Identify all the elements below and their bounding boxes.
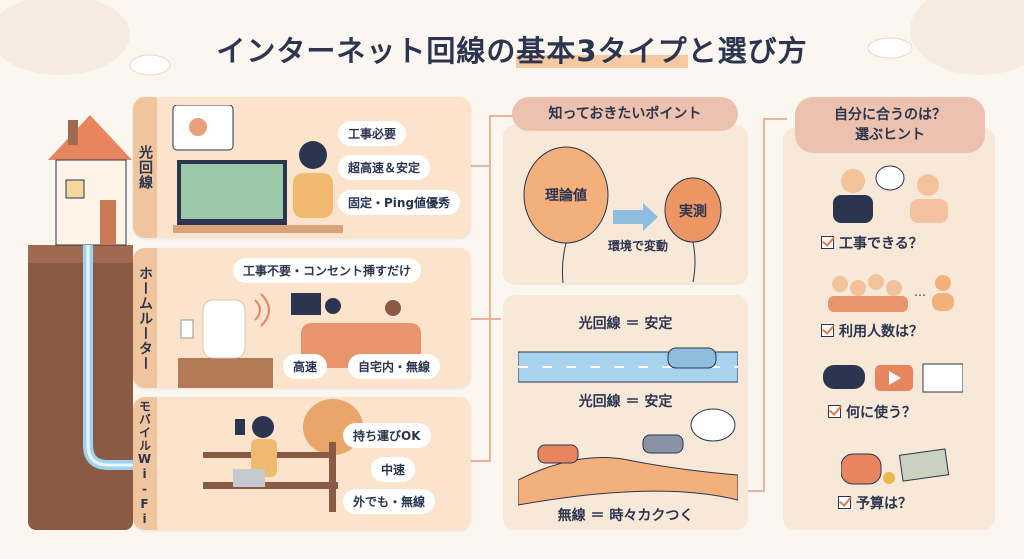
checkbox-icon xyxy=(838,496,851,509)
balloon-theory-vs-actual-icon xyxy=(523,146,722,284)
points-panel-speed: 理論値 実測 環境で変動 xyxy=(503,125,748,285)
feature-tag: 高速 xyxy=(283,354,328,379)
checkbox-icon xyxy=(821,236,834,249)
variation-note: 環境で変動 xyxy=(607,239,668,253)
feature-tag: 超高速＆安定 xyxy=(338,155,431,180)
hint-checkbox-usage: 何に使う？ xyxy=(828,402,916,422)
actual-label: 実測 xyxy=(679,204,707,220)
park-bench-laptop-illustration xyxy=(203,399,363,512)
cloud-decoration-icon xyxy=(0,0,1024,76)
type-card-mobile-wifi: モバイルWi-Fi 持ち運びOK 中速 外でも・無線 xyxy=(133,397,471,530)
svg-text:…: … xyxy=(914,285,926,299)
hint-checkbox-users: 利用人数は？ xyxy=(821,321,923,341)
user-count-people-icon: … xyxy=(828,274,954,312)
feature-tag: 固定・Ping値優秀 xyxy=(338,190,461,215)
wallet-money-icon xyxy=(841,448,950,485)
usage-icons-game-video-book xyxy=(823,363,963,393)
road-cars-illustration xyxy=(518,347,738,506)
type-label: ホームルーター xyxy=(137,265,153,371)
points-header: 知っておきたいポイント xyxy=(512,97,738,131)
type-label: 光回線 xyxy=(137,145,153,190)
theory-label: 理論値 xyxy=(545,188,587,204)
wireless-lag-label: 無線 ＝ 時々カクつく xyxy=(557,508,694,524)
feature-tag: 中速 xyxy=(371,457,416,482)
hint-checkbox-budget: 予算は？ xyxy=(838,493,912,513)
feature-tag: 工事必要 xyxy=(338,121,407,146)
type-card-fiber: 光回線 工事必要 超高速＆安定 固定・Ping値優秀 xyxy=(133,97,471,238)
feature-tag: 持ち運びOK xyxy=(343,423,431,448)
gamer-at-pc-illustration xyxy=(172,105,343,233)
hints-header: 自分に合うのは？選ぶヒント xyxy=(795,97,985,153)
feature-tag: 工事不要・コンセント挿すだけ xyxy=(233,258,422,283)
house-and-fiber-pipe-illustration xyxy=(28,115,133,530)
feature-tag: 自宅内・無線 xyxy=(348,354,441,379)
fiber-stable-label-2: 光回線 ＝ 安定 xyxy=(578,394,673,410)
feature-tag: 外でも・無線 xyxy=(343,489,436,514)
consultation-people-icon xyxy=(833,165,948,223)
points-panel-stability: 光回線 ＝ 安定 光回線 ＝ 安定 無線 ＝ 時々カクつく xyxy=(503,295,748,530)
type-card-home-router: ホームルーター 工事不要・コンセント挿すだけ 高速 自宅内・無線 xyxy=(133,248,471,388)
checkbox-icon xyxy=(828,405,841,418)
checkbox-icon xyxy=(821,324,834,337)
hints-panel: 工事できる？ … 利用人数は？ 何に使う？ 予算は？ xyxy=(783,128,995,530)
fiber-stable-label: 光回線 ＝ 安定 xyxy=(578,316,673,332)
page-title: インターネット回線の基本3タイプと選び方 xyxy=(216,34,808,68)
hint-checkbox-construction: 工事できる？ xyxy=(821,233,923,253)
type-label: モバイルWi-Fi xyxy=(137,400,152,527)
